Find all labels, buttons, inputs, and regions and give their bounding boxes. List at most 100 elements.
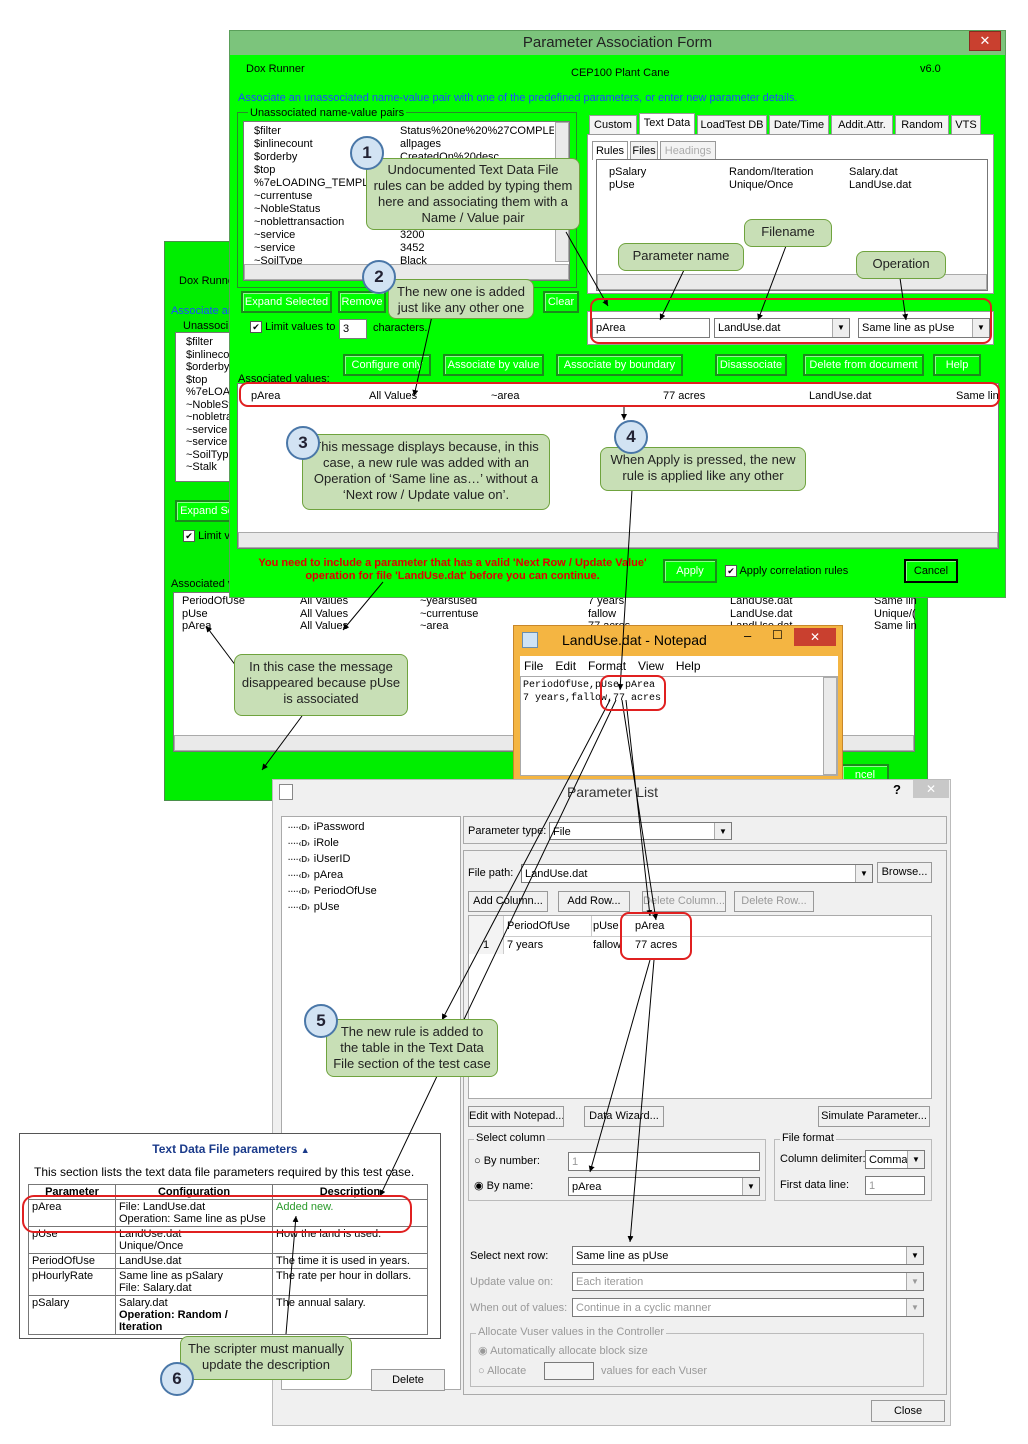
update-value-select[interactable]: Each iteration▼ [572,1272,924,1291]
pair-value[interactable]: Status%20ne%20%27COMPLET [400,125,554,137]
tree-item[interactable]: ····‹D›iPassword [288,821,365,833]
close-icon[interactable]: ✕ [969,31,1001,51]
notepad-text-area[interactable]: PeriodOfUse,pUse,pArea 7 years,fallow,77… [520,676,838,776]
param-name-input[interactable]: pArea [592,318,710,338]
grid-cell-puse[interactable]: fallow [593,939,622,951]
operation-select[interactable]: Same line as pUse▼ [858,318,990,338]
pair-value[interactable]: allpages [400,138,441,150]
back-pairs-list[interactable]: $filter$inlinecou$orderby$top%7eLOAD~Nob… [175,332,238,482]
remove-button[interactable]: Remove [338,291,386,313]
tab-text-data[interactable]: Text Data [639,113,695,134]
param-close-icon[interactable]: ✕ [913,780,949,798]
param-close-button[interactable]: Close [871,1400,945,1422]
filename-select[interactable]: LandUse.dat▼ [714,318,850,338]
collapse-arrow-icon[interactable]: ▲ [300,1145,310,1155]
tree-item[interactable]: ····‹D›iRole [288,837,339,849]
tree-item[interactable]: ····‹D›iUserID [288,853,350,865]
notepad-menu-help[interactable]: Help [675,659,701,673]
tree-item[interactable]: ····‹D›PeriodOfUse [288,885,377,897]
expand-selected-button[interactable]: Expand Selected [241,291,332,313]
grid-cell-periodofuse[interactable]: 7 years [507,939,544,951]
add-column-button[interactable]: Add Column... [468,891,548,912]
doc-description[interactable]: The time it is used in years. [272,1253,428,1269]
simulate-parameter-button[interactable]: Simulate Parameter... [818,1106,930,1127]
tree-item[interactable]: ····‹D›pArea [288,869,343,881]
cancel-button[interactable]: Cancel [904,559,958,583]
param-data-grid[interactable]: PeriodOfUse pUse pArea 1 7 years fallow … [468,915,932,1099]
help-icon[interactable]: ? [893,782,901,797]
next-row-select[interactable]: Same line as pUse▼ [572,1246,924,1265]
apply-button[interactable]: Apply [663,559,717,583]
notepad-vscrollbar[interactable] [823,677,837,775]
by-number-radio[interactable]: ○ By number: [474,1155,540,1167]
associate-by-boundary-button[interactable]: Associate by boundary [556,354,683,376]
tab-addit-attr[interactable]: Addit.Attr. [831,115,893,134]
assoc-hscrollbar[interactable] [238,532,998,548]
by-name-select[interactable]: pArea▼ [568,1177,760,1196]
rule-cell[interactable]: Unique/Once [729,179,794,191]
by-name-radio[interactable]: ◉ By name: [474,1180,534,1192]
by-number-input[interactable]: 1 [568,1152,760,1171]
tree-item[interactable]: ····‹D›pUse [288,901,339,913]
pair-value[interactable]: 3452 [400,242,425,254]
back-expand-button[interactable]: Expand Se [175,500,239,522]
help-button[interactable]: Help [933,354,981,376]
tab-vts[interactable]: VTS [951,115,981,134]
clear-button[interactable]: Clear [543,291,579,313]
pair-name[interactable]: $inlinecount [254,138,313,150]
doc-description[interactable]: The rate per hour in dollars. [272,1268,428,1296]
pair-name[interactable]: ~service [254,229,296,241]
pair-name[interactable]: ~service [254,242,296,254]
maximize-icon[interactable]: ☐ [772,628,783,642]
pair-name[interactable]: ~currentuse [254,190,313,202]
file-path-select[interactable]: LandUse.dat▼ [521,864,873,883]
rule-cell[interactable]: pUse [609,179,635,191]
col-delim-select[interactable]: Comma▼ [865,1150,925,1169]
pair-name[interactable]: ~noblettransaction [254,216,345,228]
delete-from-document-button[interactable]: Delete from document [803,354,924,376]
rule-cell[interactable]: LandUse.dat [849,179,912,191]
tab-loadtest-db[interactable]: LoadTest DB [697,115,767,134]
rule-cell[interactable]: pSalary [609,166,647,178]
doc-description[interactable]: The annual salary. [272,1295,428,1335]
notepad-menu-format[interactable]: Format [588,659,627,673]
delete-button[interactable]: Delete [371,1369,445,1391]
subtab-headings[interactable]: Headings [660,141,716,160]
tab-random[interactable]: Random [895,115,949,134]
grid-cell-parea[interactable]: 77 acres [635,939,678,951]
subtab-rules[interactable]: Rules [592,141,628,160]
disassociate-button[interactable]: Disassociate [715,354,787,376]
notepad-menu-edit[interactable]: Edit [555,659,577,673]
tab-date-time[interactable]: Date/Time [769,115,829,134]
minimize-icon[interactable]: – [744,628,752,643]
subtab-files[interactable]: Files [630,141,658,160]
limit-checkbox[interactable]: ✔ [250,321,262,334]
notepad-close-icon[interactable]: ✕ [794,628,836,646]
notepad-menu-file[interactable]: File [524,659,544,673]
delete-row-button[interactable]: Delete Row... [734,891,814,912]
pair-name[interactable]: $filter [254,125,281,137]
out-of-values-select[interactable]: Continue in a cyclic manner▼ [572,1298,924,1317]
rule-cell[interactable]: Random/Iteration [729,166,814,178]
rule-cell[interactable]: Salary.dat [849,166,898,178]
first-line-input[interactable]: 1 [865,1176,925,1195]
add-row-button[interactable]: Add Row... [558,891,630,912]
delete-column-button[interactable]: Delete Column... [642,891,726,912]
associate-by-value-button[interactable]: Associate by value [443,354,544,376]
pair-name[interactable]: ~NobleStatus [254,203,321,215]
configure-only-button[interactable]: Configure only [343,354,431,376]
pair-name[interactable]: %7eLOADING_TEMPLAT [254,177,382,189]
manual-allocate-radio[interactable]: ○ Allocate [478,1365,527,1377]
pair-value[interactable]: 3200 [400,229,425,241]
auto-allocate-radio[interactable]: ◉ Automatically allocate block size [478,1345,648,1357]
limit-input[interactable]: 3 [339,319,367,339]
browse-button[interactable]: Browse... [877,862,932,883]
apply-correlation-checkbox[interactable]: ✔ [725,565,737,578]
allocate-count-input[interactable] [544,1362,594,1380]
edit-with-notepad-button[interactable]: Edit with Notepad... [468,1106,564,1127]
tab-custom[interactable]: Custom [589,115,637,134]
pair-name[interactable]: $top [254,164,276,176]
pair-name[interactable]: $orderby [254,151,298,163]
allocate-group-label: Allocate Vuser values in the Controller [476,1326,667,1338]
notepad-menu-view[interactable]: View [638,659,664,673]
